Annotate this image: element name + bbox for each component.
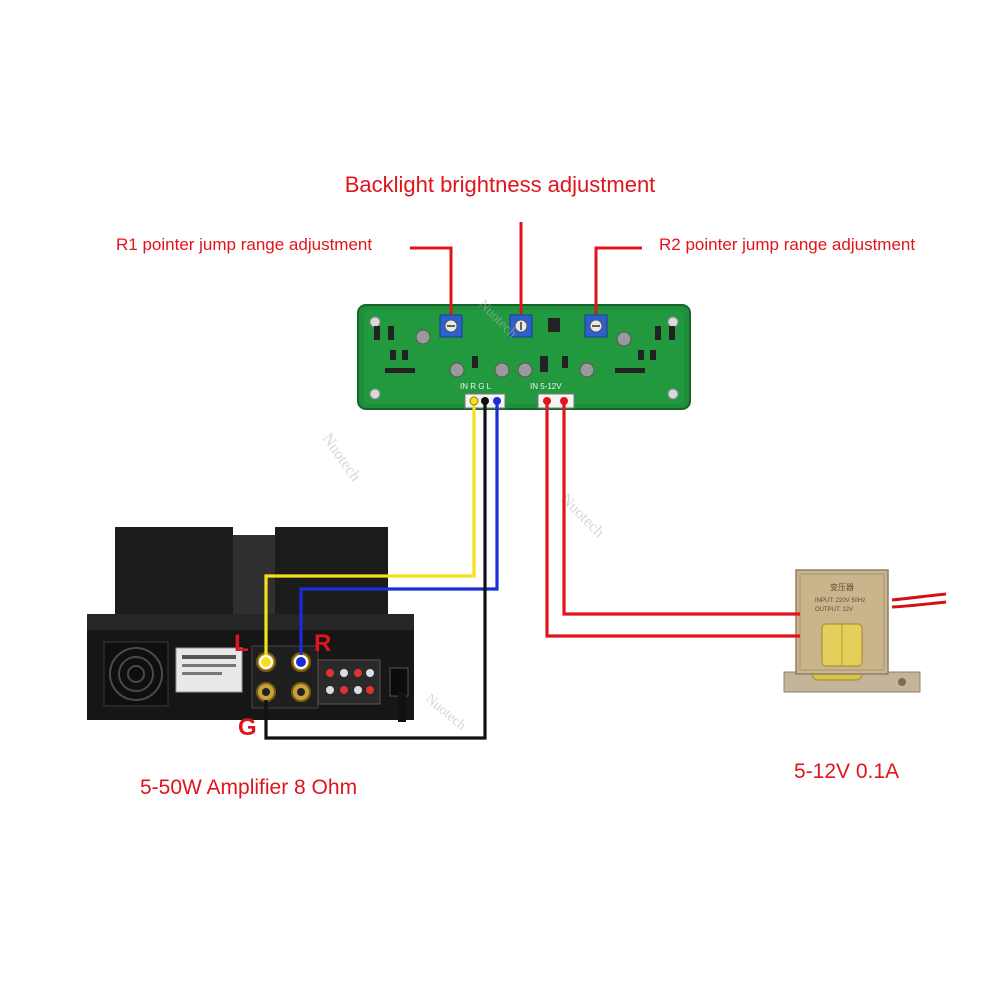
right-channel-terminal-label: R (314, 630, 332, 657)
backlight-trim-potentiometer (509, 314, 533, 338)
left-channel-terminal-label: L (234, 630, 249, 657)
wire-ground-black (264, 400, 487, 740)
r2-trim-potentiometer (584, 314, 608, 338)
annotation-leaders (410, 222, 642, 314)
transformer-output-spec: OUTPUT: 12V (815, 607, 853, 613)
right-connection-point (294, 655, 308, 669)
svg-text:Nuotech: Nuotech (422, 692, 468, 734)
wire-right-blue (299, 400, 499, 655)
ground-terminal-label: G (238, 714, 257, 741)
capacitors (415, 329, 632, 378)
r2-adjustment-label: R2 pointer jump range adjustment (659, 235, 916, 254)
ac-power-inlet (389, 667, 409, 697)
svg-text:Nuotech: Nuotech (319, 431, 364, 485)
wires (264, 400, 800, 740)
transformer-input-spec: INPUT: 220V 50Hz (815, 598, 865, 604)
transformer-title: 变压器 (830, 582, 854, 592)
small-components (374, 318, 675, 373)
input-header-label: IN R G L (460, 382, 492, 391)
audio-input-jacks (317, 659, 381, 705)
amplifier-spec-label: 5-50W Amplifier 8 Ohm (140, 776, 358, 799)
cooling-fan-grille (103, 641, 169, 707)
wire-power-red-2 (562, 400, 800, 616)
r1-adjustment-label: R1 pointer jump range adjustment (116, 235, 373, 254)
vu-meter-driver-board: IN R G L IN 5-12V (357, 304, 691, 410)
power-supply-spec-label: 5-12V 0.1A (794, 760, 900, 783)
r1-trim-potentiometer (439, 314, 463, 338)
wire-terminal-dots (469, 396, 568, 406)
backlight-adjustment-label: Backlight brightness adjustment (344, 172, 656, 197)
wire-left-yellow (264, 400, 476, 655)
wire-power-red-1 (545, 400, 800, 638)
left-connection-point (259, 655, 273, 669)
speaker-terminals (251, 645, 319, 709)
tube-amplifier (87, 527, 414, 722)
power-transformer: 变压器 INPUT: 220V 50Hz OUTPUT: 12V (783, 569, 947, 693)
power-header-label: IN 5-12V (530, 382, 562, 391)
